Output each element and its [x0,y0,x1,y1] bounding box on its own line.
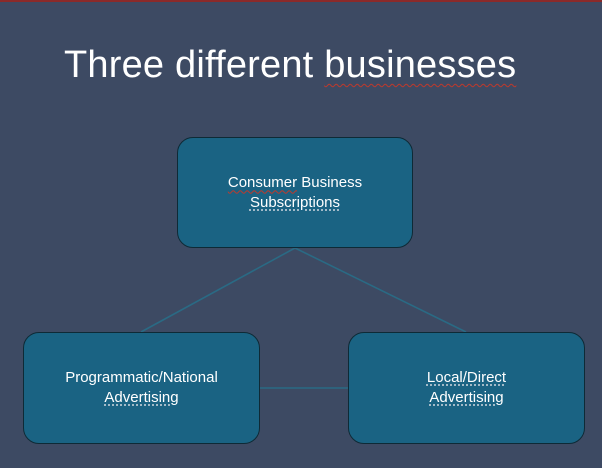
node-top-line1-part2: Business [297,173,363,191]
node-left-line2: Advertising [104,389,179,406]
connector-top-to-right [294,247,467,333]
node-right-text: Local/Direct Advertising [427,368,506,408]
node-consumer-business-subscriptions: Consumer Business Subscriptions [177,137,413,248]
node-local-direct-advertising: Local/Direct Advertising [348,332,585,444]
window-top-border [0,0,602,2]
node-right-line1: Local/Direct [426,369,507,386]
node-left-line1: Programmatic/National [65,369,218,386]
node-top-line2: Subscriptions [249,193,341,211]
node-right-line2: Advertising [429,389,504,406]
node-top-text: Consumer Business Subscriptions [228,173,362,213]
slide-title: Three different businesses [64,44,516,87]
node-top-line1: Consumer Business [228,173,362,193]
connector-top-to-left [140,247,296,333]
node-top-line1-part1: Consumer [227,173,298,191]
slide-title-part1: Three different [64,44,325,86]
node-left-text: Programmatic/National Advertising [65,368,218,408]
slide-title-part2: businesses [324,44,517,86]
node-programmatic-national-advertising: Programmatic/National Advertising [23,332,260,444]
